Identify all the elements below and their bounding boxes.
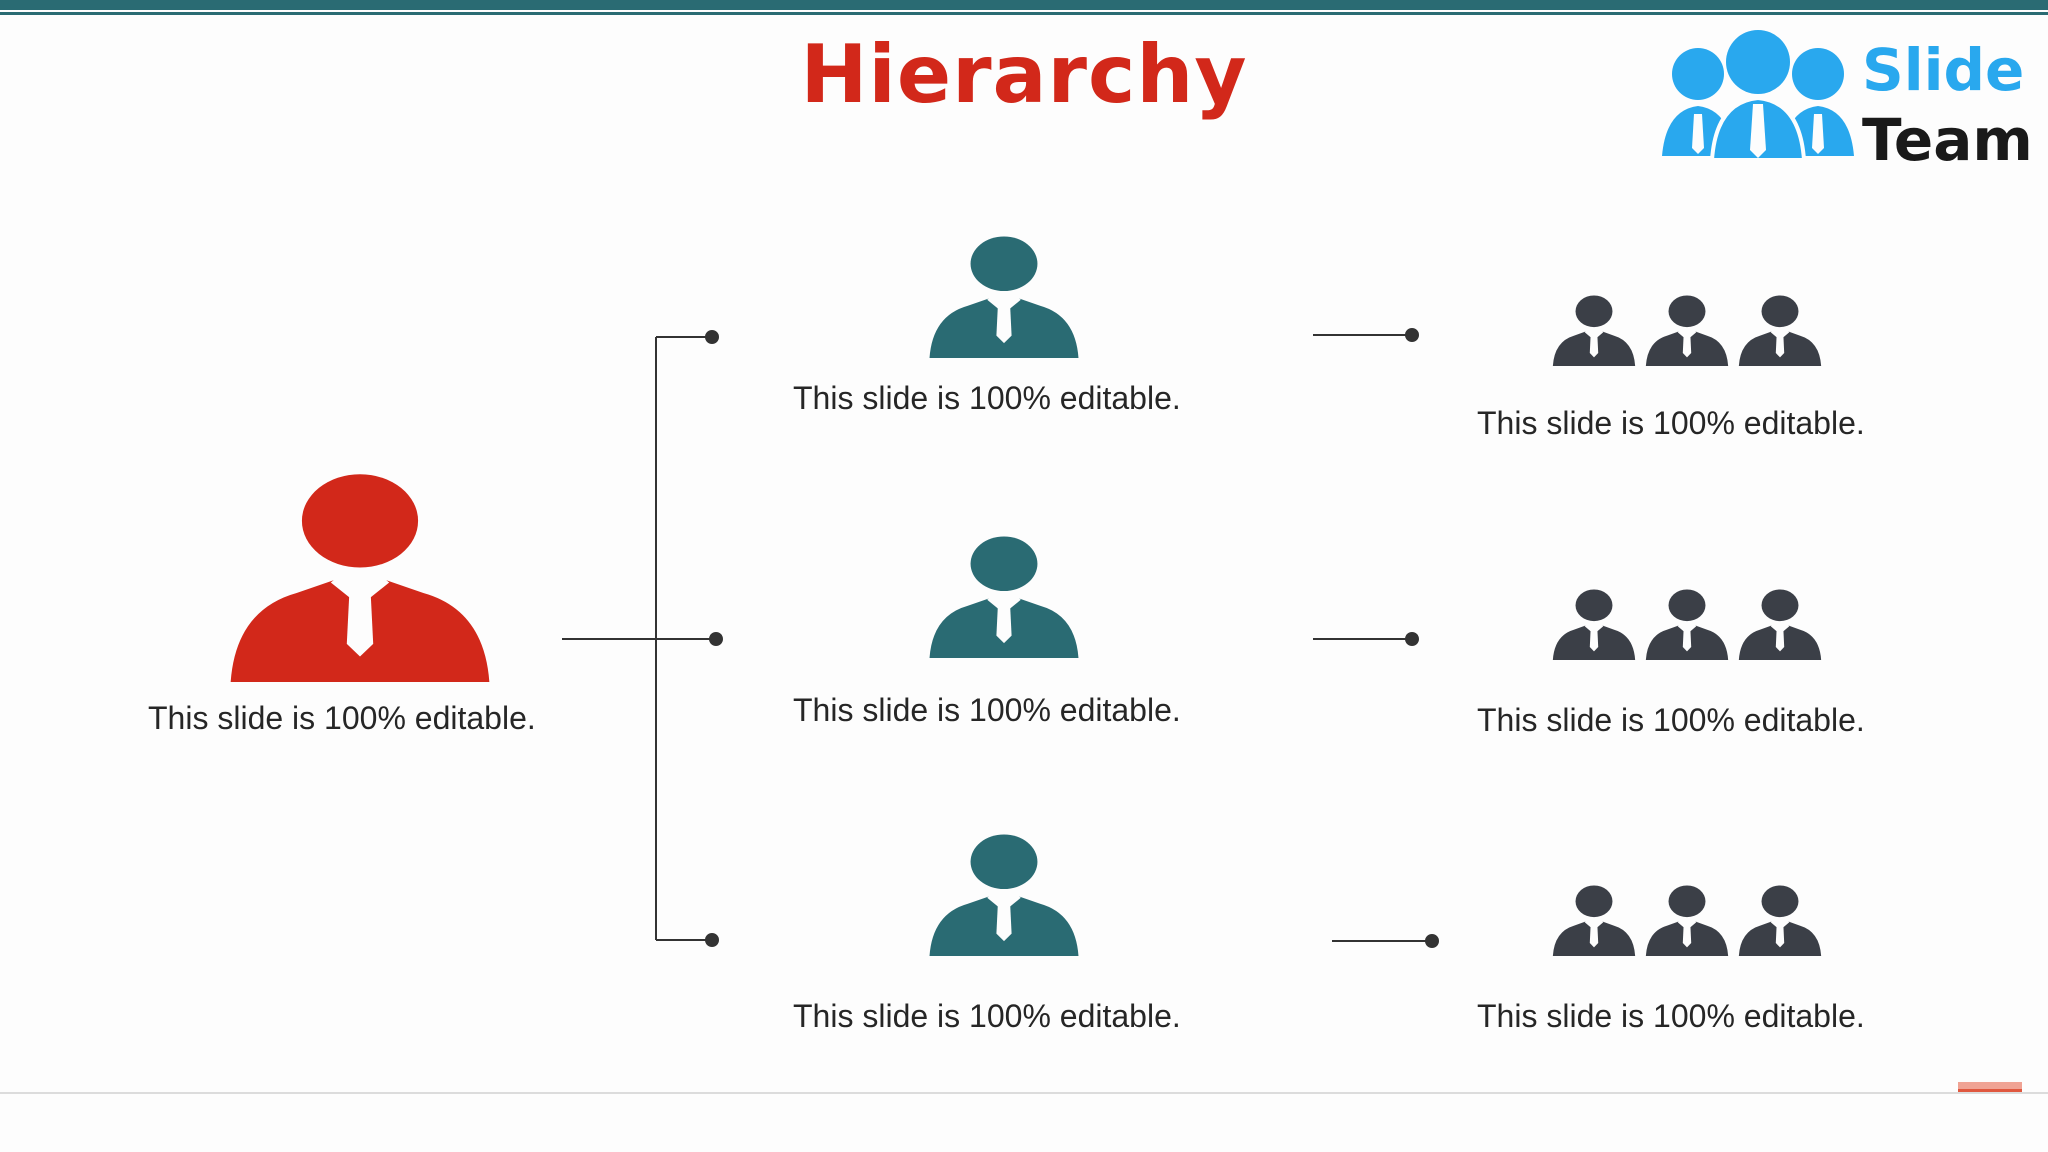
- slide-title: Hierarchy: [800, 28, 1248, 121]
- level2-team-icon-2: [1551, 588, 1823, 662]
- level1-label-2: This slide is 100% editable.: [793, 692, 1181, 728]
- level2-label-3: This slide is 100% editable.: [1477, 998, 1865, 1034]
- level1-label-1: This slide is 100% editable.: [793, 380, 1181, 416]
- team-logo-icon: [1662, 30, 1854, 162]
- logo-text-slide: Slide: [1862, 36, 2025, 104]
- slideteam-logo: Slide Team: [1660, 28, 2033, 174]
- level2-team-icon-1: [1551, 294, 1823, 368]
- level2-team-icon-3: [1551, 884, 1823, 958]
- logo-text-team: Team: [1862, 106, 2033, 174]
- top-accent-bar: [0, 0, 2048, 16]
- level1-person-icon-3: [930, 834, 1079, 956]
- level1-person-icon-1: [930, 236, 1079, 358]
- bottom-divider: [0, 1092, 2048, 1094]
- root-person-icon: [231, 474, 490, 682]
- connector-lines: [562, 328, 1439, 948]
- level2-label-2: This slide is 100% editable.: [1477, 702, 1865, 738]
- root-label: This slide is 100% editable.: [148, 700, 536, 736]
- bottom-accent-mark: [1958, 1082, 2022, 1092]
- level2-label-1: This slide is 100% editable.: [1477, 405, 1865, 441]
- level1-person-icon-2: [930, 536, 1079, 658]
- level1-label-3: This slide is 100% editable.: [793, 998, 1181, 1034]
